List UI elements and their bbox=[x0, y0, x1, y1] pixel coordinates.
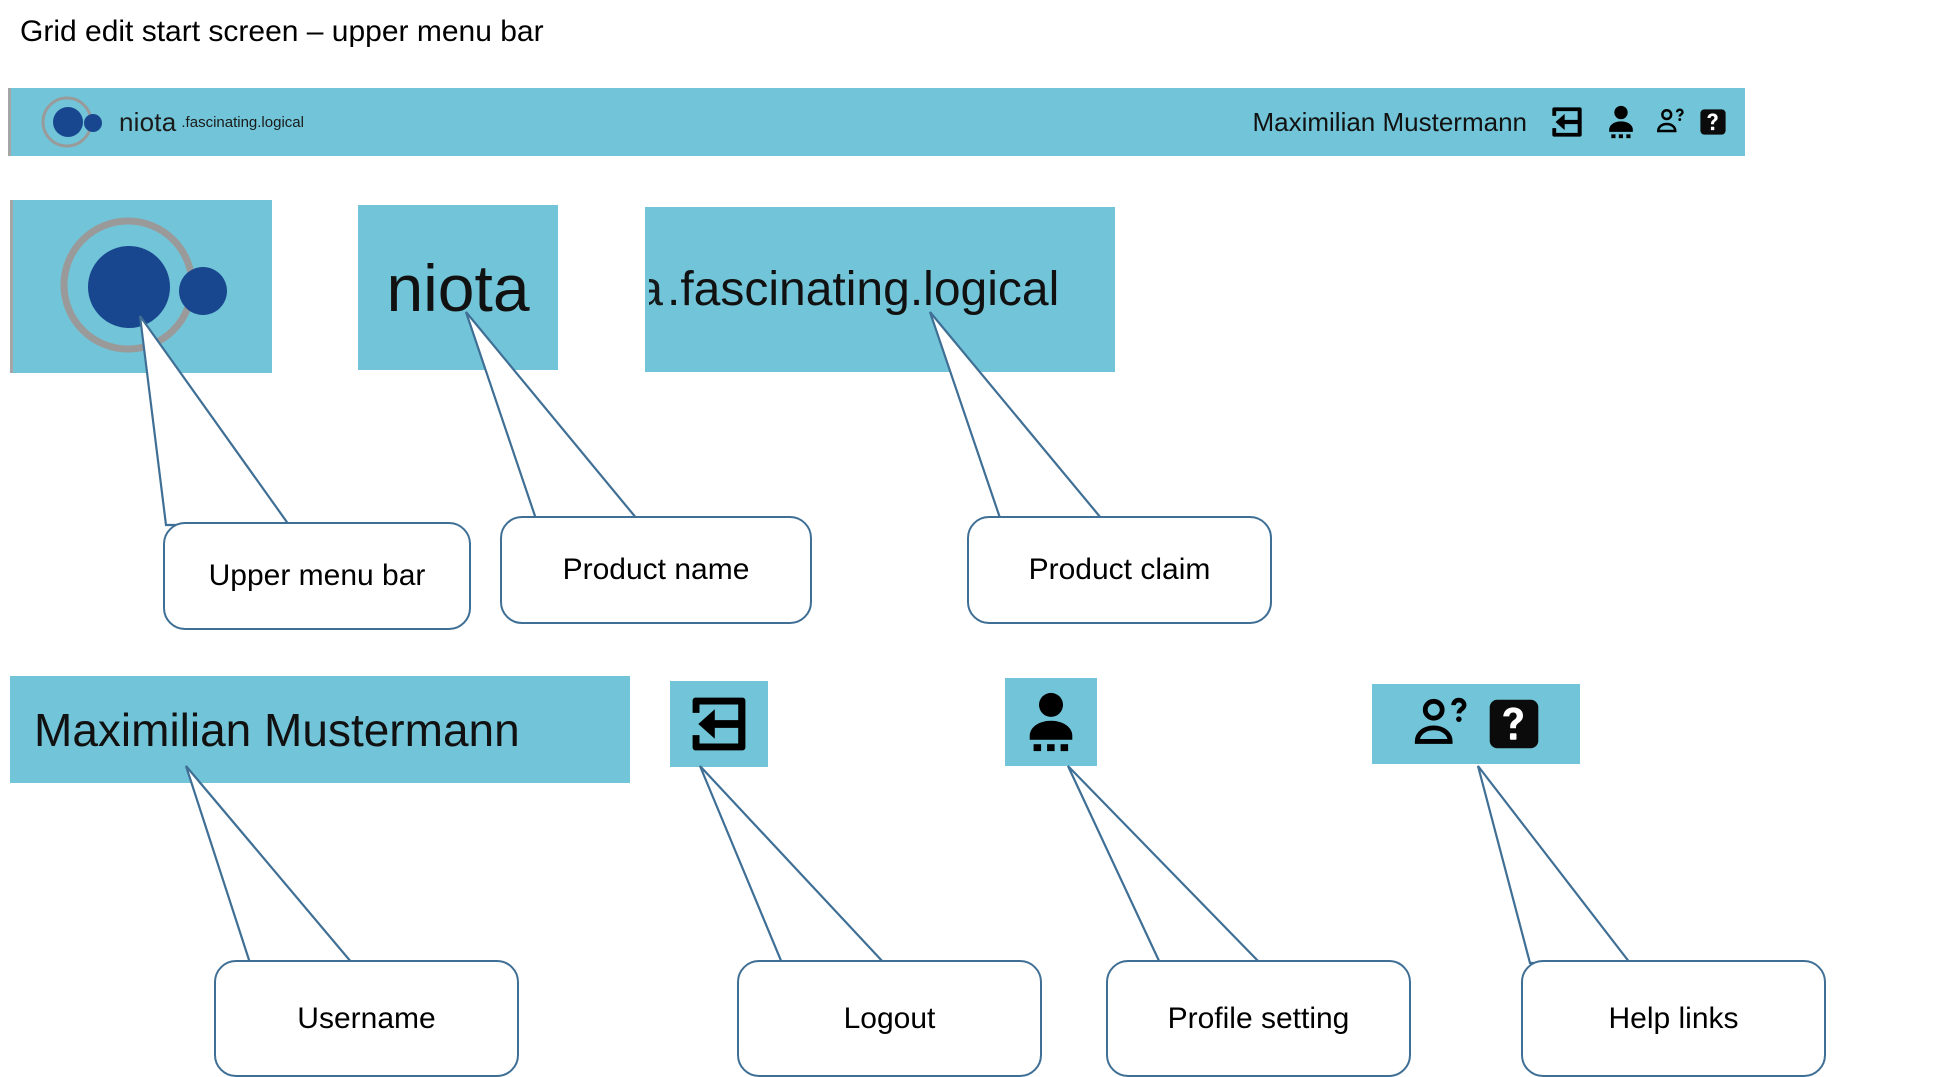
logout-zoom-icon bbox=[683, 688, 755, 760]
callout-label: Product name bbox=[562, 553, 750, 586]
logout-crop bbox=[670, 681, 768, 767]
callout-product-claim[interactable]: Product claim bbox=[967, 516, 1272, 624]
callout-username[interactable]: Username bbox=[214, 960, 519, 1077]
callout-label: Logout bbox=[843, 1001, 936, 1035]
page-title: Grid edit start screen – upper menu bar bbox=[20, 15, 544, 48]
upper-menu-bar: niota .fascinating.logical Maximilian Mu… bbox=[8, 88, 1745, 156]
person-help-icon[interactable] bbox=[1655, 107, 1685, 137]
menubar-actions: Maximilian Mustermann bbox=[1252, 102, 1727, 142]
product-name-zoom-text: niota bbox=[386, 250, 530, 325]
product-name-crop: niota bbox=[358, 205, 558, 370]
callout-label: Upper menu bar bbox=[208, 559, 426, 592]
product-claim-zoom-text: .fascinating.logical bbox=[667, 263, 1060, 316]
niota-logo-zoom-icon bbox=[43, 207, 243, 367]
menubar-brand[interactable]: niota .fascinating.logical bbox=[11, 94, 304, 150]
product-claim-crop: a .fascinating.logical bbox=[645, 207, 1115, 372]
callout-label: Product claim bbox=[1028, 553, 1211, 586]
profile-setting-zoom-icon bbox=[1015, 686, 1087, 758]
brand-claim: .fascinating.logical bbox=[181, 113, 304, 131]
username-zoom-text: Maximilian Mustermann bbox=[34, 703, 520, 756]
person-help-zoom-icon bbox=[1411, 695, 1469, 753]
user-name: Maximilian Mustermann bbox=[1252, 106, 1527, 137]
brand-name: niota bbox=[119, 106, 177, 137]
callout-label: Username bbox=[297, 1001, 436, 1035]
callout-label: Help links bbox=[1608, 1001, 1739, 1035]
help-links-crop bbox=[1372, 684, 1580, 764]
callout-profile-setting[interactable]: Profile setting bbox=[1106, 960, 1411, 1077]
username-crop: Maximilian Mustermann bbox=[10, 676, 630, 783]
question-mark-icon[interactable] bbox=[1699, 108, 1727, 136]
callout-label: Profile setting bbox=[1167, 1001, 1350, 1035]
callout-product-name[interactable]: Product name bbox=[500, 516, 812, 624]
logout-icon[interactable] bbox=[1547, 102, 1587, 142]
product-claim-partial-glyph: a bbox=[649, 263, 663, 316]
niota-logo-icon bbox=[39, 94, 105, 150]
question-mark-zoom-icon bbox=[1487, 697, 1541, 751]
callout-logout[interactable]: Logout bbox=[737, 960, 1042, 1077]
callout-upper-menu-bar[interactable]: Upper menu bar bbox=[163, 522, 471, 630]
logo-crop bbox=[10, 200, 272, 373]
profile-setting-icon[interactable] bbox=[1601, 102, 1641, 142]
profile-crop bbox=[1005, 678, 1097, 766]
callout-help-links[interactable]: Help links bbox=[1521, 960, 1826, 1077]
